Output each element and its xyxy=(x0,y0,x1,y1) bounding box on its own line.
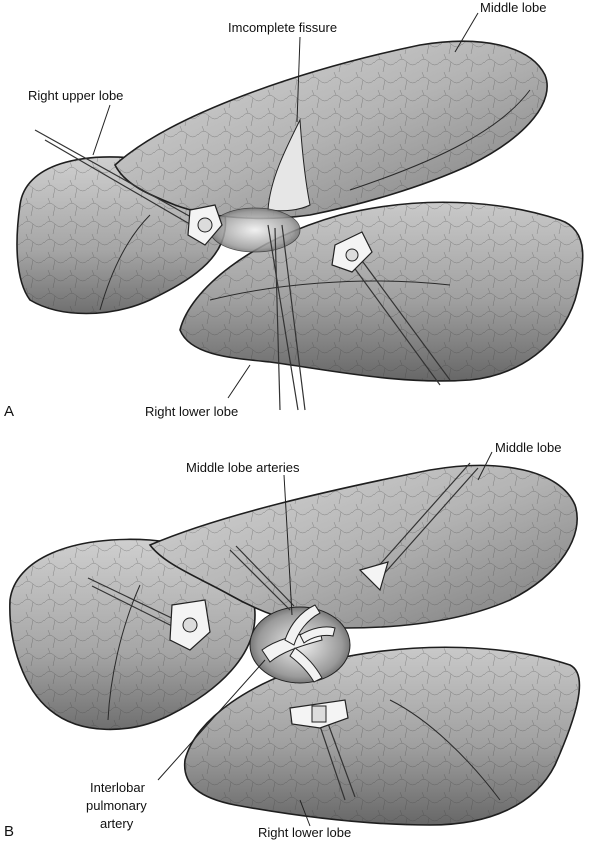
panel-b-clamp-top xyxy=(358,462,479,592)
panel-a-middle-lobe-edge xyxy=(349,89,531,191)
label-middle-lobe-arteries: Middle lobe arteries xyxy=(186,460,300,475)
panel-b-clamp-left xyxy=(87,577,211,651)
panel-a-upper-lobe-cut xyxy=(99,214,151,311)
label-interlobar-line2: pulmonary xyxy=(86,798,147,813)
leader-right-upper-lobe xyxy=(92,104,111,156)
panel-b: Middle lobe arteries Middle lobe Interlo… xyxy=(4,440,581,840)
leader-middle-lobe-b xyxy=(477,451,493,481)
panel-letter-b: B xyxy=(4,823,14,840)
panel-a-lower-lobe-fold xyxy=(209,280,451,301)
panel-a-clamp-left xyxy=(34,129,223,246)
panel-b-forceps xyxy=(229,545,295,611)
panel-a-middle-lobe-texture xyxy=(115,41,548,219)
panel-letter-a: A xyxy=(4,403,14,420)
panel-b-middle-lobe-texture xyxy=(150,465,578,628)
label-middle-lobe-a: Middle lobe xyxy=(480,0,547,15)
panel-a: Imcomplete fissure Middle lobe Right upp… xyxy=(4,0,584,420)
leader-right-lower-lobe-a xyxy=(227,364,251,399)
leader-right-lower-lobe-b xyxy=(299,799,311,827)
leader-incomplete-fissure xyxy=(296,36,301,123)
panel-b-upper-lobe-texture xyxy=(9,539,255,730)
panel-a-forceps xyxy=(267,224,306,411)
panel-b-vessels xyxy=(261,604,336,683)
label-interlobar-line1: Interlobar xyxy=(90,780,146,795)
leader-middle-lobe-arteries xyxy=(283,474,293,616)
panel-a-fissure-fold xyxy=(267,118,311,212)
panel-b-clamp-bottom xyxy=(289,699,356,801)
panel-b-lower-lobe-fold xyxy=(389,699,501,801)
label-middle-lobe-b: Middle lobe xyxy=(495,440,562,455)
label-right-upper-lobe: Right upper lobe xyxy=(28,88,123,103)
panel-b-lower-lobe-texture xyxy=(184,647,580,825)
label-right-lower-lobe-a: Right lower lobe xyxy=(145,404,238,419)
label-incomplete-fissure: Imcomplete fissure xyxy=(228,20,337,35)
label-right-lower-lobe-b: Right lower lobe xyxy=(258,825,351,840)
leader-interlobar-artery xyxy=(157,659,266,781)
leader-middle-lobe-a xyxy=(454,12,479,53)
panel-a-clamp-right xyxy=(331,231,451,386)
panel-a-hilum xyxy=(209,207,301,253)
label-interlobar-line3: artery xyxy=(100,816,134,831)
